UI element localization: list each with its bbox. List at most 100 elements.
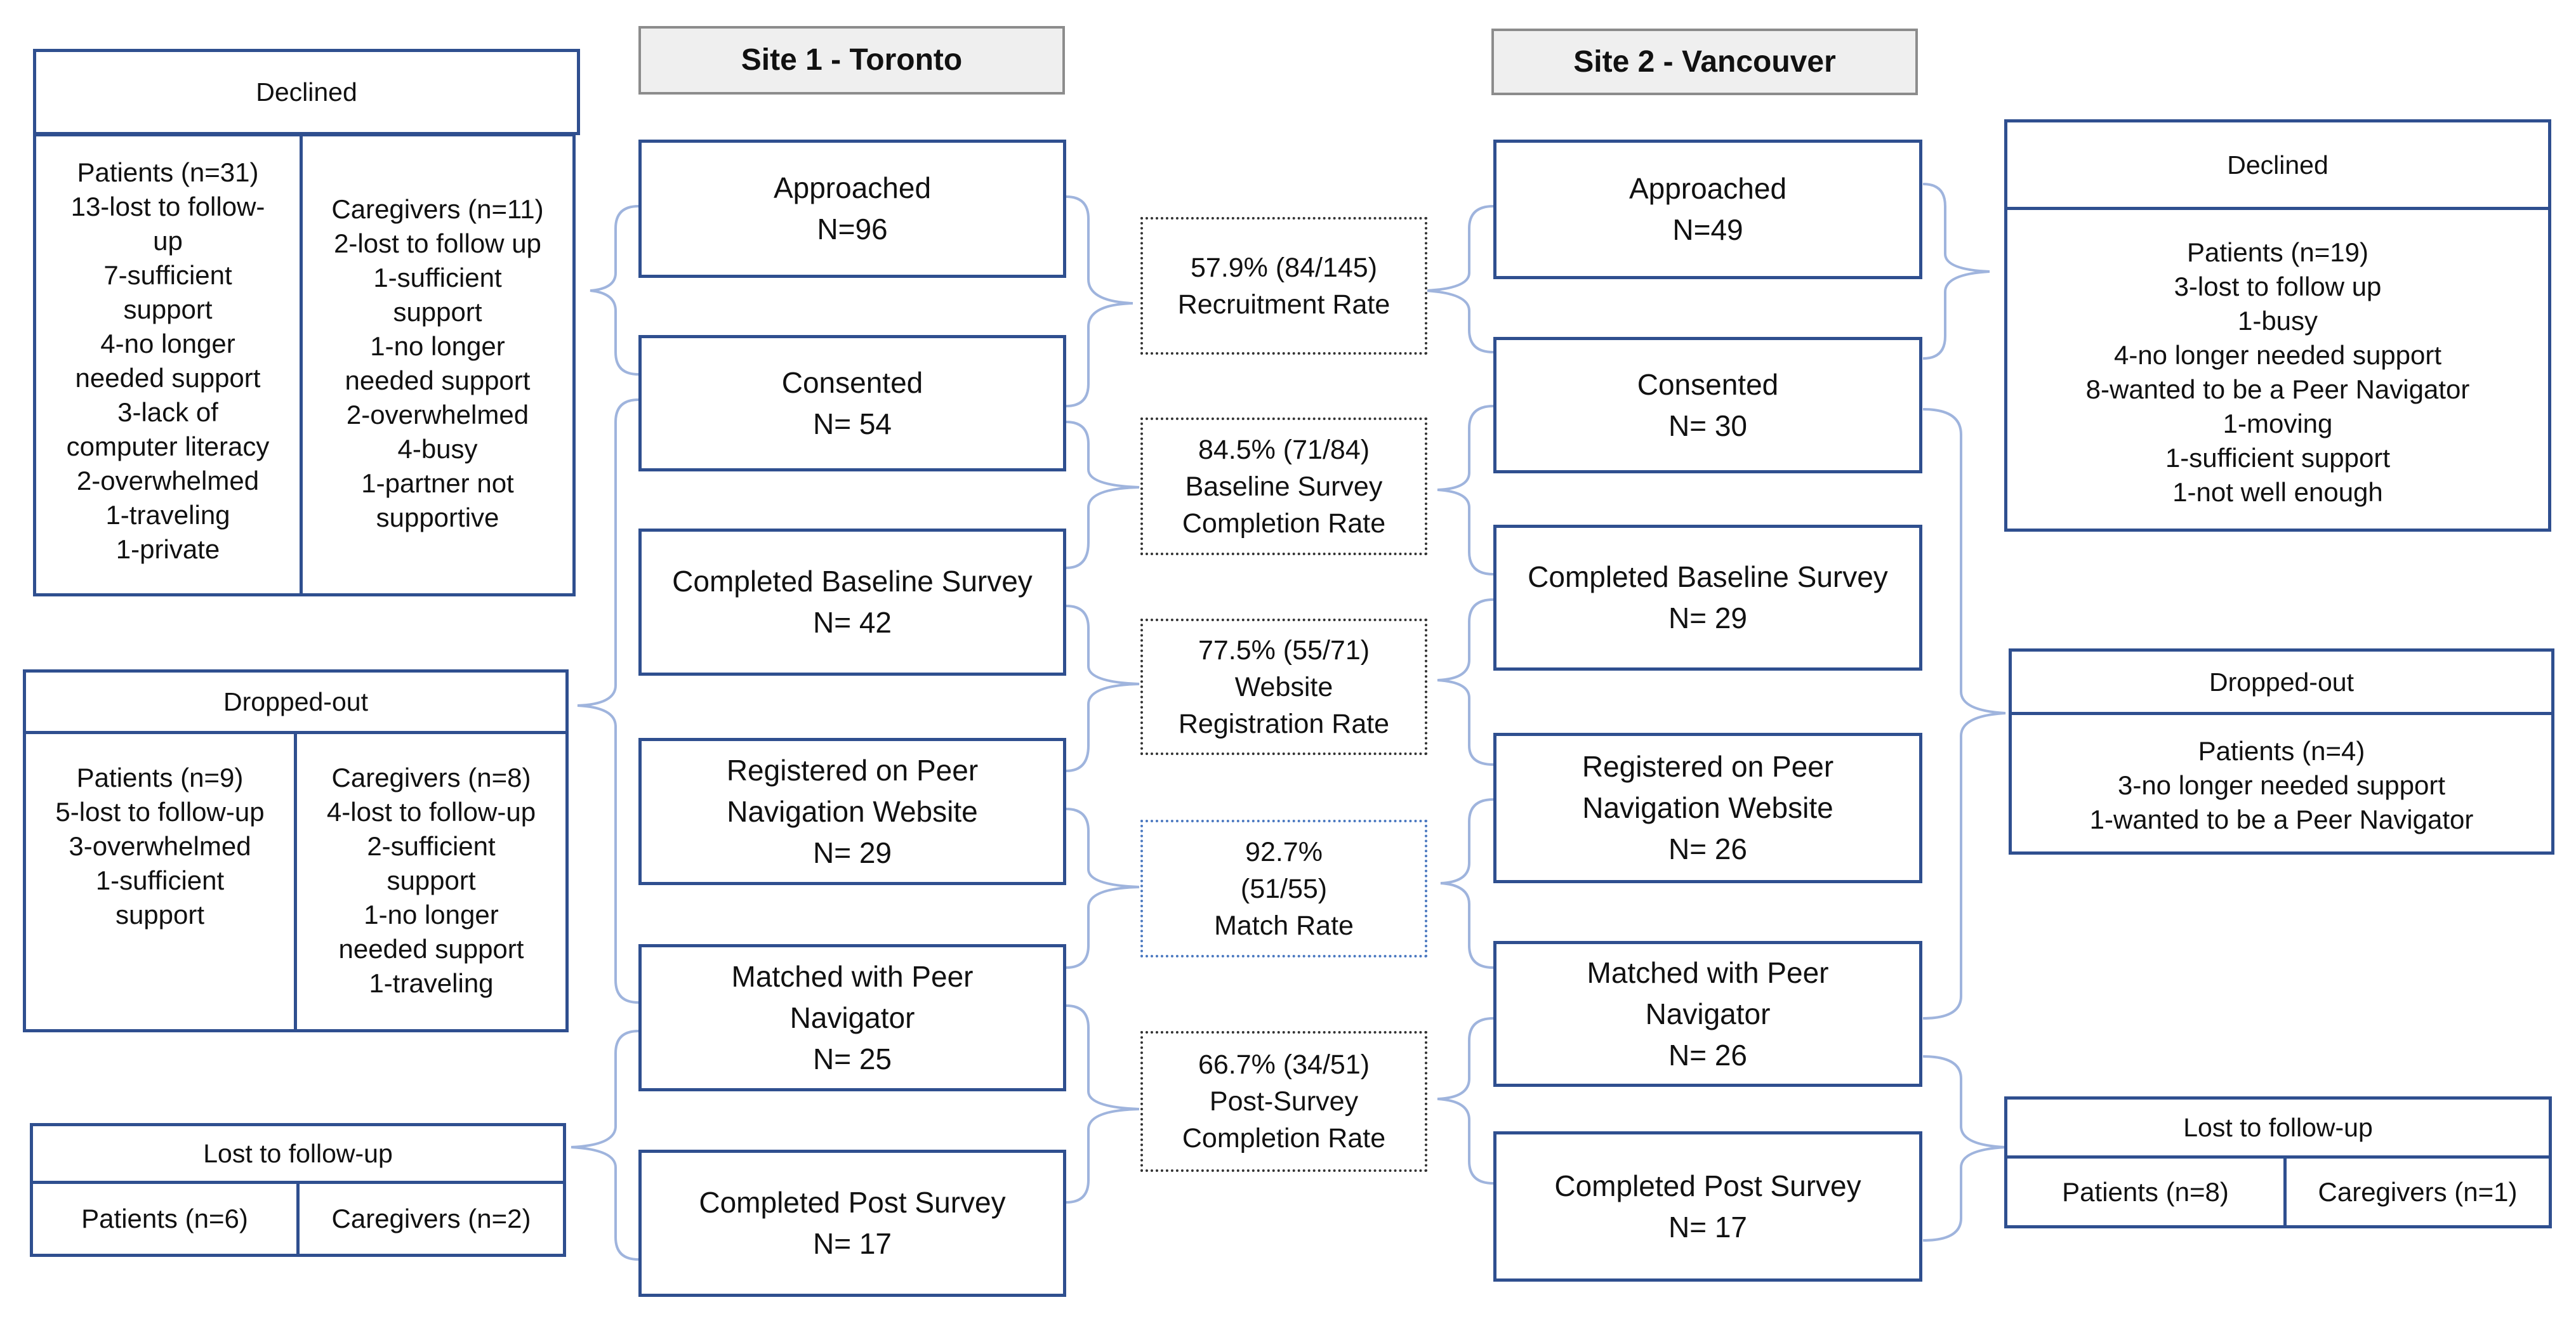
rate-match-value: 92.7% xyxy=(1245,836,1323,867)
s2-post-n: N= 17 xyxy=(1668,1210,1748,1244)
s2-registered-n: N= 26 xyxy=(1668,832,1748,865)
s1-declined-patients-line: 1-private xyxy=(116,534,220,564)
s2-dropped-patients: Patients (n=4) 3-no longer needed suppor… xyxy=(2009,712,2554,855)
bracket-s2-lost xyxy=(1922,1055,2006,1242)
s1-consented-n: N= 54 xyxy=(812,407,892,440)
s2-declined-patients-line: 4-no longer needed support xyxy=(2113,340,2442,370)
s1-approached-n: N=96 xyxy=(817,213,888,246)
s1-registered-label2: Navigation Website xyxy=(727,794,978,828)
rate-post-label2: Completion Rate xyxy=(1182,1123,1386,1153)
s1-dropped-caregivers-line: 2-sufficient xyxy=(367,831,496,861)
rate-match-box: 92.7% (51/55) Match Rate xyxy=(1140,820,1427,957)
s2-lost-caregivers-label: Caregivers (n=1) xyxy=(2318,1176,2518,1207)
rate-baseline-value: 84.5% (71/84) xyxy=(1198,434,1370,465)
s2-post-box: Completed Post Survey N= 17 xyxy=(1493,1131,1922,1282)
s1-registered-label1: Registered on Peer xyxy=(726,753,979,787)
s1-lost-caregivers: Caregivers (n=2) xyxy=(296,1181,566,1257)
s2-approached-box: Approached N=49 xyxy=(1493,140,1922,279)
s2-post-label: Completed Post Survey xyxy=(1554,1169,1861,1202)
s2-declined-patients: Patients (n=19) 3-lost to follow up 1-bu… xyxy=(2004,207,2551,532)
s2-matched-box: Matched with Peer Navigator N= 26 xyxy=(1493,941,1922,1087)
s1-post-label: Completed Post Survey xyxy=(699,1186,1006,1219)
s2-approached-label: Approached xyxy=(1628,172,1787,205)
s1-dropped-caregivers-line: 1-traveling xyxy=(369,968,494,998)
s2-baseline-box: Completed Baseline Survey N= 29 xyxy=(1493,525,1922,671)
bracket-s2-registration xyxy=(1437,598,1494,766)
s1-declined-patients-line: computer literacy xyxy=(66,431,270,461)
bracket-s1-recruit xyxy=(1066,195,1133,305)
s1-consented-box: Consented N= 54 xyxy=(638,335,1066,471)
s2-declined-title: Declined xyxy=(2227,150,2328,180)
s1-declined-caregivers-line: 1-sufficient xyxy=(373,263,502,292)
s1-dropped-title: Dropped-out xyxy=(223,687,368,716)
s2-lost-caregivers: Caregivers (n=1) xyxy=(2283,1155,2552,1228)
rate-post-label1: Post-Survey xyxy=(1209,1086,1359,1117)
s1-matched-n: N= 25 xyxy=(812,1042,892,1075)
s2-declined-patients-line: 3-lost to follow up xyxy=(2174,272,2382,301)
s1-declined-patients: Patients (n=31) 13-lost to follow- up 7-… xyxy=(33,133,303,596)
s1-dropped-patients-line: support xyxy=(115,900,205,930)
bracket-s1-recruit-b xyxy=(1066,302,1133,407)
s1-declined-patients-line: needed support xyxy=(75,363,261,393)
s2-matched-n: N= 26 xyxy=(1668,1038,1748,1072)
s1-declined-caregivers: Caregivers (n=11) 2-lost to follow up 1-… xyxy=(300,133,576,596)
s2-dropped-title: Dropped-out xyxy=(2209,667,2354,697)
s1-post-box: Completed Post Survey N= 17 xyxy=(638,1150,1066,1297)
site1-header: Site 1 - Toronto xyxy=(638,26,1065,95)
s1-dropped-caregivers-line: needed support xyxy=(338,934,524,964)
rate-match-label: Match Rate xyxy=(1214,910,1354,941)
s1-matched-box: Matched with Peer Navigator N= 25 xyxy=(638,944,1066,1091)
s1-declined-patients-line: support xyxy=(123,294,213,324)
s2-lost-patients: Patients (n=8) xyxy=(2004,1155,2287,1228)
bracket-s1-baseline xyxy=(1066,421,1140,569)
s1-baseline-n: N= 42 xyxy=(812,606,892,639)
s1-declined-caregivers-line: Caregivers (n=11) xyxy=(331,194,544,224)
s1-dropped-patients-line: 3-overwhelmed xyxy=(69,831,251,861)
rate-registration-value: 77.5% (55/71) xyxy=(1198,634,1370,666)
s2-consented-box: Consented N= 30 xyxy=(1493,337,1922,473)
s2-dropped-patients-line: Patients (n=4) xyxy=(2198,736,2365,766)
s1-approached-label: Approached xyxy=(773,171,932,204)
s1-lost-header: Lost to follow-up xyxy=(30,1123,566,1184)
s2-declined-patients-line: 8-wanted to be a Peer Navigator xyxy=(2085,374,2470,404)
s1-dropped-caregivers: Caregivers (n=8) 4-lost to follow-up 2-s… xyxy=(294,731,569,1032)
s1-lost-patients: Patients (n=6) xyxy=(30,1181,300,1257)
s1-matched-label1: Matched with Peer xyxy=(731,959,974,993)
bracket-s1-declined xyxy=(590,205,639,376)
s1-matched-label2: Navigator xyxy=(789,1001,915,1034)
s2-baseline-n: N= 29 xyxy=(1668,601,1748,634)
s1-declined-patients-line: Patients (n=31) xyxy=(77,157,259,187)
rate-registration-box: 77.5% (55/71) Website Registration Rate xyxy=(1140,619,1427,755)
s2-declined-patients-line: 1-moving xyxy=(2223,409,2333,438)
bracket-s2-declined xyxy=(1922,183,1990,360)
bracket-s2-dropped xyxy=(1922,408,2006,1020)
bracket-s1-registration xyxy=(1066,605,1140,772)
s1-declined-caregivers-line: 2-lost to follow up xyxy=(334,228,541,258)
s1-declined-header: Declined xyxy=(33,49,580,135)
s2-dropped-header: Dropped-out xyxy=(2009,648,2554,715)
bracket-s1-match xyxy=(1066,808,1140,969)
site1-title: Site 1 - Toronto xyxy=(741,43,963,77)
rate-recruitment-value: 57.9% (84/145) xyxy=(1190,252,1378,283)
s2-consented-n: N= 30 xyxy=(1668,409,1748,442)
s1-registered-n: N= 29 xyxy=(812,836,892,869)
s2-dropped-patients-line: 1-wanted to be a Peer Navigator xyxy=(2089,805,2474,834)
bracket-s1-post xyxy=(1066,1004,1140,1204)
s1-consented-label: Consented xyxy=(781,365,923,399)
s1-dropped-patients-line: 1-sufficient xyxy=(95,865,225,895)
bracket-s2-recruit xyxy=(1424,205,1494,353)
bracket-s1-lost xyxy=(571,1030,639,1261)
s1-dropped-caregivers-line: 1-no longer xyxy=(364,900,499,930)
s2-declined-patients-line: Patients (n=19) xyxy=(2186,237,2368,267)
s1-declined-caregivers-line: 1-no longer xyxy=(370,331,505,361)
s1-dropped-header: Dropped-out xyxy=(23,669,569,734)
s1-declined-patients-line: 7-sufficient xyxy=(103,260,232,290)
s1-dropped-caregivers-line: Caregivers (n=8) xyxy=(331,763,531,792)
s1-dropped-caregivers-line: 4-lost to follow-up xyxy=(326,797,536,827)
s1-approached-box: Approached N=96 xyxy=(638,140,1066,278)
s2-dropped-patients-line: 3-no longer needed support xyxy=(2117,770,2446,800)
s2-declined-patients-line: 1-sufficient support xyxy=(2165,443,2391,473)
rate-baseline-label1: Baseline Survey xyxy=(1185,471,1383,502)
s1-dropped-patients: Patients (n=9) 5-lost to follow-up 3-ove… xyxy=(23,731,297,1032)
s2-lost-patients-label: Patients (n=8) xyxy=(2062,1176,2229,1207)
